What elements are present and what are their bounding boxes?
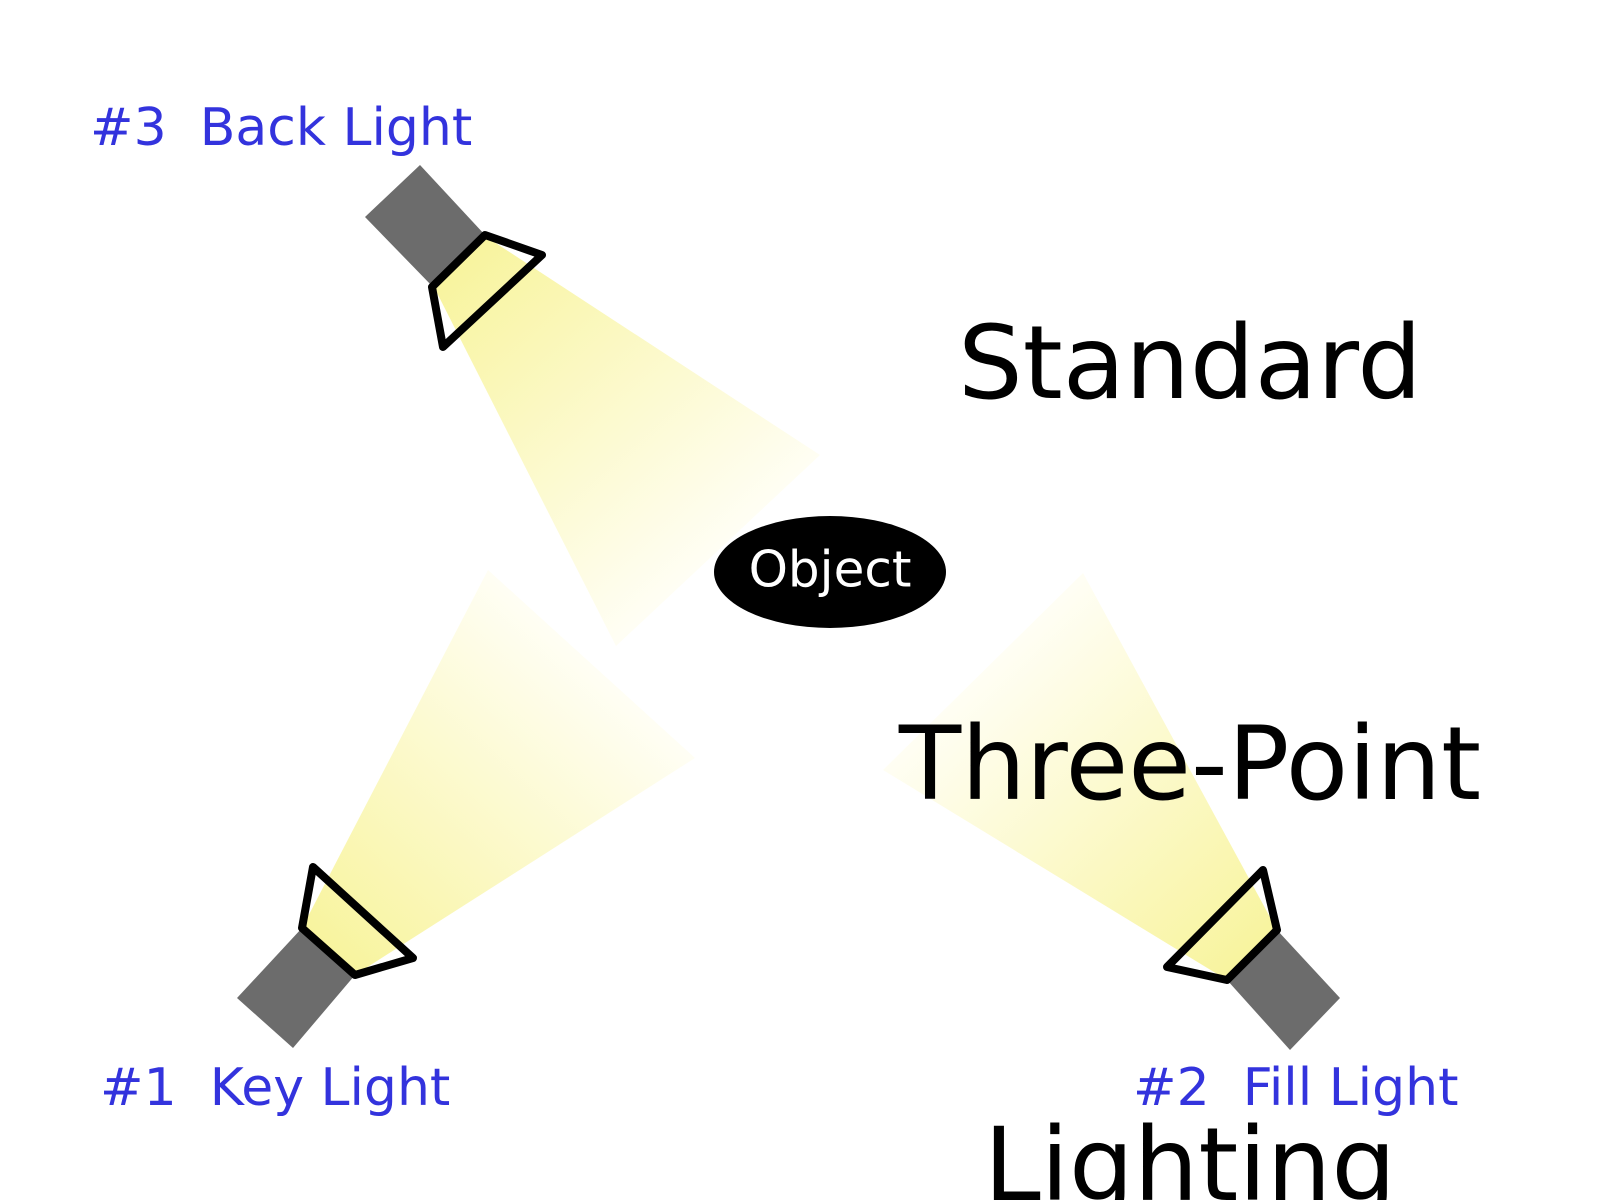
key-light-label: #1 Key Light <box>100 1058 451 1118</box>
key-light-beam <box>302 570 695 975</box>
back-light-fixture <box>365 165 820 646</box>
back-light-label: #3 Back Light <box>90 98 473 158</box>
back-light-beam <box>434 236 820 646</box>
title-line-2: Three-Point <box>898 705 1482 825</box>
fill-light-hood <box>1163 866 1281 984</box>
key-light-fixture <box>237 570 695 1048</box>
fill-light-body <box>1227 930 1340 1050</box>
diagram-title: Standard Three-Point Lighting <box>890 30 1490 1200</box>
key-light-body <box>237 928 355 1048</box>
object-ellipse <box>714 516 946 628</box>
back-light-hood <box>428 231 546 351</box>
fill-light-label: #2 Fill Light <box>1133 1058 1459 1118</box>
fill-light-fixture <box>883 573 1340 1050</box>
title-line-3: Lighting <box>983 1105 1397 1200</box>
back-light-body <box>365 165 485 287</box>
fill-light-beam <box>883 573 1277 980</box>
object-label: Object <box>748 540 912 599</box>
title-line-1: Standard <box>957 304 1423 424</box>
key-light-hood <box>298 863 417 979</box>
